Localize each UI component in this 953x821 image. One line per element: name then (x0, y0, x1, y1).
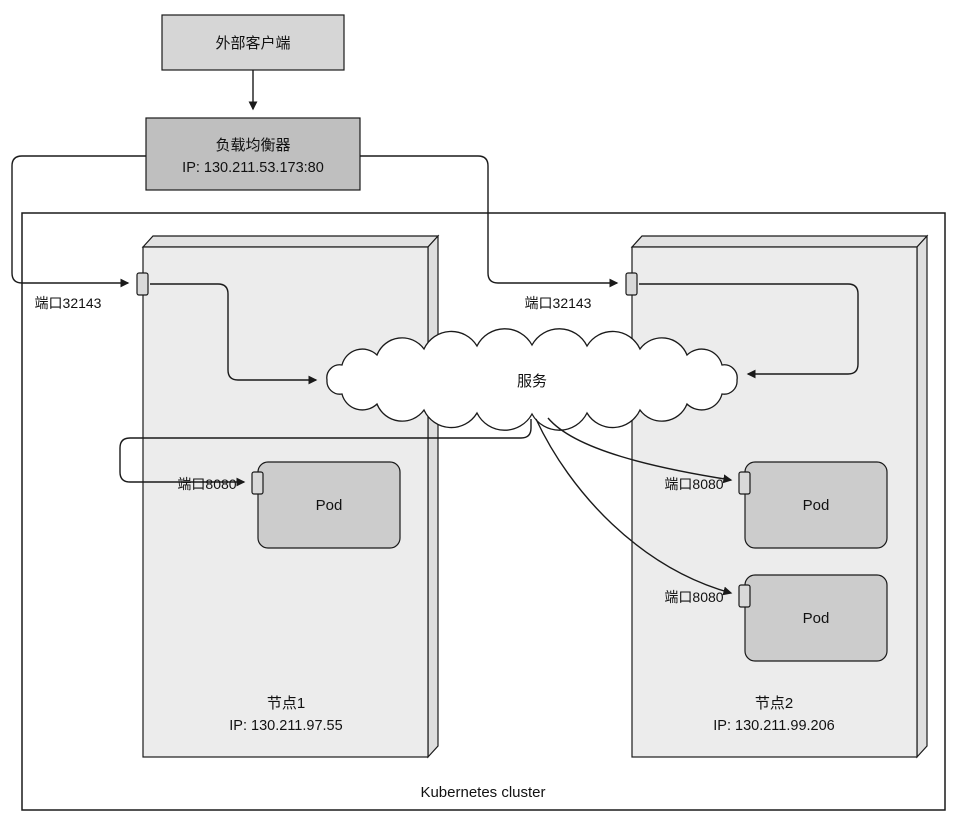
edge-node1-nodeport-to-service (150, 283, 318, 385)
node1-pod-port-chip (251, 471, 264, 495)
edge-service-to-node1-pod (119, 419, 532, 487)
node2-side-face (916, 234, 928, 759)
node1-name: 节点1 (267, 695, 305, 712)
edge-node2-nodeport-to-service (639, 283, 859, 379)
node2-pod1-box (744, 461, 888, 549)
node1-pod-box (257, 461, 401, 549)
node1-nodeport-label: 端口32143 (35, 295, 102, 311)
node2-pod1-port-chip (738, 471, 751, 495)
node1-side-face (427, 234, 439, 759)
edge-lb-to-node2-nodeport (360, 155, 619, 288)
edge-lb-to-node1-nodeport (11, 155, 146, 288)
node2-nodeport-chip (625, 272, 638, 296)
node2-name: 节点2 (755, 695, 793, 712)
cluster-label: Kubernetes cluster (420, 784, 545, 801)
edge-service-to-node2-pod2 (535, 418, 733, 596)
node1-ip: IP: 130.211.97.55 (229, 718, 342, 734)
load-balancer-box (145, 117, 361, 191)
service-cloud (326, 328, 738, 431)
node1-top-face (141, 235, 440, 248)
node2-nodeport-label: 端口32143 (525, 295, 592, 311)
node2-top-face (630, 235, 929, 248)
edge-service-to-node2-pod1 (547, 417, 733, 484)
node1-pod-port-label: 端口8080 (177, 476, 236, 492)
node2-pod1-label: Pod (803, 497, 830, 514)
node2-pod2-label: Pod (803, 610, 830, 627)
external-client-label: 外部客户端 (215, 35, 290, 52)
load-balancer-ip: IP: 130.211.53.173:80 (182, 160, 324, 176)
node2-pod2-port-label: 端口8080 (664, 589, 723, 605)
node2-ip: IP: 130.211.99.206 (713, 718, 834, 734)
node1-pod-label: Pod (316, 497, 343, 514)
external-client-box (161, 14, 345, 71)
load-balancer-title: 负载均衡器 (215, 137, 290, 154)
node2-pod1-port-label: 端口8080 (664, 476, 723, 492)
node1-nodeport-chip (136, 272, 149, 296)
node2-pod2-port-chip (738, 584, 751, 608)
service-label: 服务 (517, 373, 547, 390)
node2-pod2-box (744, 574, 888, 662)
